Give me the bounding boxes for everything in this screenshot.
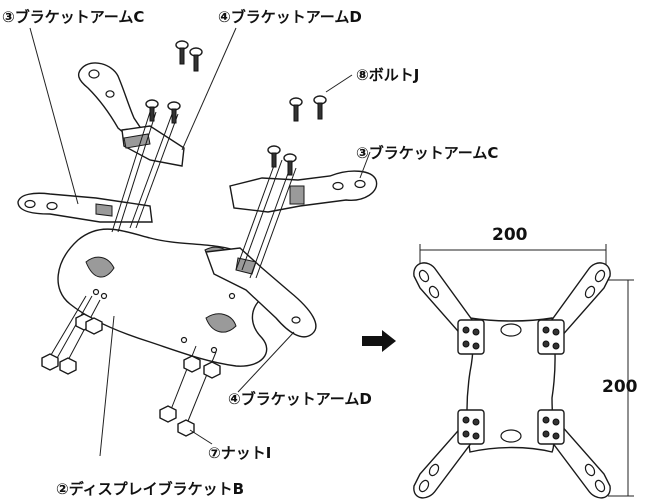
- right-arrow-icon: [362, 330, 396, 352]
- bracket-arm-d-right: [205, 247, 317, 338]
- label-bolt-j: ⑧ボルトJ: [356, 66, 419, 84]
- label-bracket-arm-d-bottom: ④ブラケットアームD: [228, 390, 372, 408]
- mount-block-top-left: [457, 319, 485, 355]
- label-bracket-arm-c-right: ③ブラケットアームC: [356, 144, 498, 162]
- mount-block-bottom-right: [537, 409, 565, 445]
- exploded-view: [17, 40, 378, 437]
- nut-i-set: [41, 313, 221, 437]
- assembled-view: 200 200: [413, 225, 638, 499]
- dimension-width: 200: [492, 225, 528, 245]
- assembled-plate: [466, 317, 556, 453]
- leader-lines: [29, 27, 371, 457]
- bracket-arm-c-left: [77, 62, 143, 139]
- bracket-arm-c-lower-left: [17, 192, 153, 223]
- bolt-j-set-left: [145, 40, 203, 124]
- label-display-bracket-b: ②ディスプレイブラケットB: [56, 480, 244, 498]
- bolt-j-set-right: [267, 95, 327, 176]
- label-bracket-arm-d-top: ④ブラケットアームD: [218, 8, 362, 26]
- label-nut-i: ⑦ナットI: [208, 444, 271, 462]
- dimension-height: 200: [602, 377, 638, 397]
- mount-block-bottom-left: [457, 409, 485, 445]
- mount-block-top-right: [537, 319, 565, 355]
- label-bracket-arm-c-top: ③ブラケットアームC: [2, 8, 144, 26]
